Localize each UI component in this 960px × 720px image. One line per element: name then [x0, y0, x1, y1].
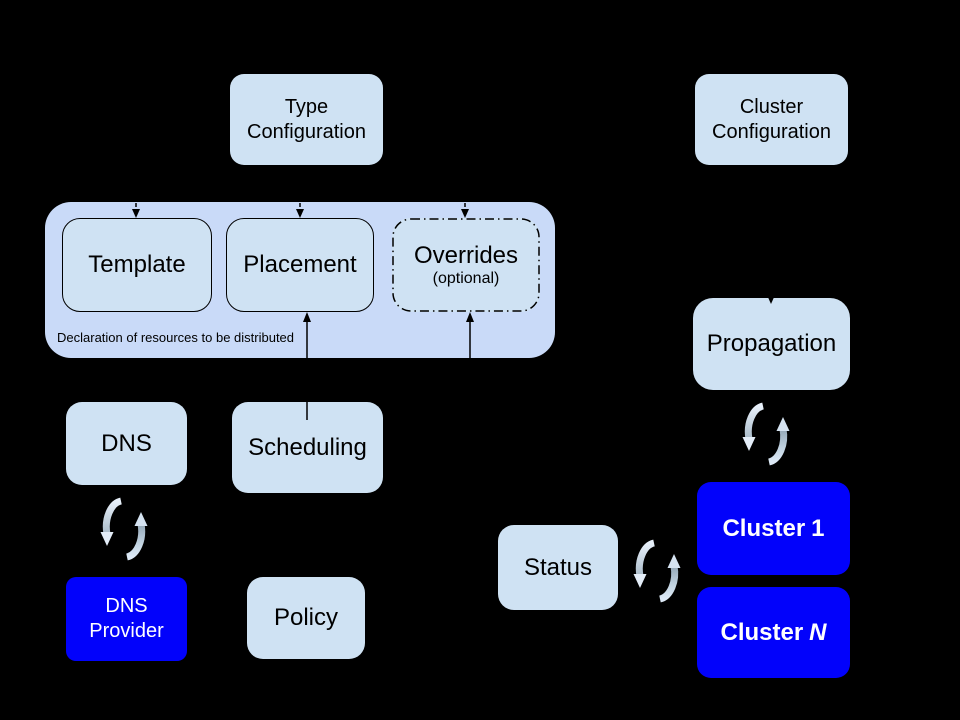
node-dns-provider: DNS Provider: [66, 577, 187, 661]
node-label: Placement: [243, 251, 357, 278]
node-label: Status: [523, 553, 593, 581]
node-label: Propagation: [706, 330, 837, 357]
node-propagation: Propagation: [693, 298, 850, 390]
node-label-prefix: Cluster: [720, 618, 804, 646]
sync-icon: [101, 501, 148, 557]
solid-arrow-to-propagation: [767, 170, 775, 304]
node-template: Template: [62, 218, 212, 312]
node-label-prefix: Cluster: [722, 514, 806, 542]
node-sublabel: (optional): [432, 270, 500, 288]
dash-dot-border: [392, 218, 540, 312]
node-label: Overrides: [413, 242, 519, 270]
node-label: Template: [88, 251, 186, 278]
node-label: Type Configuration: [247, 95, 366, 143]
node-cluster-n: Cluster N: [697, 587, 850, 678]
node-placement: Placement: [226, 218, 374, 312]
node-cluster-1: Cluster 1: [697, 482, 850, 575]
node-overrides: Overrides (optional): [392, 218, 540, 312]
node-label-suffix: 1: [811, 514, 825, 542]
node-label: DNS Provider: [89, 595, 164, 642]
node-label: Scheduling: [248, 433, 367, 461]
node-label: DNS: [101, 429, 152, 457]
node-label-suffix: N: [809, 618, 827, 646]
node-type-configuration: Type Configuration: [230, 74, 383, 165]
node-label: Cluster Configuration: [712, 95, 831, 143]
node-scheduling: Scheduling: [232, 402, 383, 493]
node-label: Policy: [273, 604, 339, 631]
node-policy: Policy: [247, 577, 365, 659]
declaration-caption: Declaration of resources to be distribut…: [57, 330, 295, 345]
sync-icon: [634, 543, 681, 599]
node-dns: DNS: [66, 402, 187, 485]
sync-icon: [743, 406, 790, 462]
node-cluster-configuration: Cluster Configuration: [695, 74, 848, 165]
node-status: Status: [498, 525, 618, 610]
